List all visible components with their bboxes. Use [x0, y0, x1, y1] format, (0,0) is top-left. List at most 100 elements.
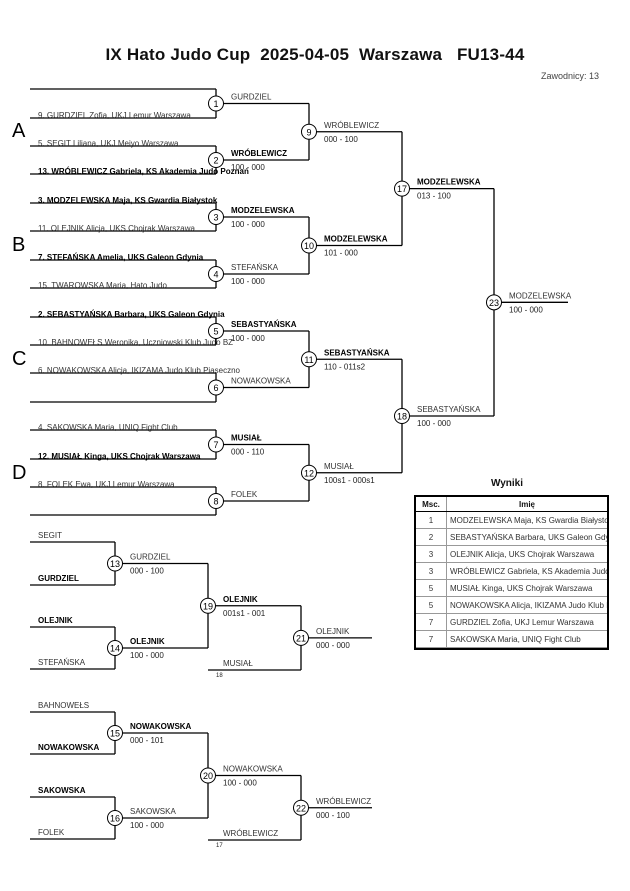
results-header-name: Imię	[446, 497, 607, 512]
repechage-entry-2: GURDZIEL	[38, 574, 79, 583]
match-node-4: 4	[208, 266, 224, 282]
results-name: SEBASTYAŃSKA Barbara, UKS Galeon Gdynia	[446, 528, 607, 546]
entry-8: 15. TWAROWSKA Maria, Hato Judo	[38, 281, 167, 290]
match-node-1: 1	[208, 95, 224, 112]
match-node-14: 14	[107, 640, 123, 656]
match-node-17: 17	[394, 180, 410, 197]
results-name: WRÓBLEWICZ Gabriela, KS Akademia Judo Po…	[446, 562, 607, 580]
match-winner-1: GURDZIEL	[231, 93, 272, 102]
results-name: MUSIAŁ Kinga, UKS Chojrak Warszawa	[446, 579, 607, 597]
match-node-2: 2	[208, 152, 224, 168]
group-label-c: C	[12, 348, 26, 370]
match-number: 7	[213, 440, 218, 450]
match-score-4: 100 - 000	[231, 277, 265, 286]
match-score-17: 013 - 100	[417, 192, 451, 201]
entry-11: 6. NOWAKOWSKA Alicja, IKIZAMA Judo Klub …	[38, 366, 241, 375]
match-winner-21: OLEJNIK	[316, 627, 350, 636]
match-node-circle	[486, 294, 502, 311]
match-number: 17	[397, 184, 407, 194]
results-place: 7	[416, 630, 447, 648]
match-node-12: 12	[301, 464, 317, 481]
match-node-7: 7	[208, 436, 224, 453]
match-node-circle	[107, 725, 123, 741]
entry-2: 9. GURDZIEL Zofia, UKJ Lemur Warszawa	[38, 111, 191, 120]
match-node-6: 6	[208, 379, 224, 396]
match-score-13: 000 - 100	[130, 567, 164, 576]
repechage-incoming-ref-17: 17	[216, 843, 223, 849]
match-number: 10	[304, 241, 314, 251]
match-number: 18	[397, 412, 407, 422]
repechage-entry-8: FOLEK	[38, 828, 65, 837]
match-winner-20: NOWAKOWSKA	[223, 765, 283, 774]
match-winner-2: WRÓBLEWICZ	[231, 149, 287, 158]
match-number: 2	[213, 156, 218, 166]
match-score-7: 000 - 110	[231, 448, 265, 457]
match-winner-3: MODZELEWSKA	[231, 206, 295, 215]
results-place: 5	[416, 579, 447, 597]
match-node-circle	[301, 351, 317, 368]
match-score-14: 100 - 000	[130, 651, 164, 660]
match-number: 20	[203, 771, 213, 781]
match-score-18: 100 - 000	[417, 419, 451, 428]
results-place: 3	[416, 545, 447, 563]
page-title: IX Hato Judo Cup 2025-04-05 Warszawa FU1…	[105, 45, 525, 64]
repechage-incoming-ref-18: 18	[216, 673, 223, 679]
repechage-entry-6: NOWAKOWSKA	[38, 743, 100, 752]
match-node-circle	[208, 266, 224, 282]
match-winner-12: MUSIAŁ	[324, 462, 354, 471]
match-node-15: 15	[107, 725, 123, 741]
match-score-15: 000 - 101	[130, 736, 164, 745]
match-number: 13	[110, 559, 120, 569]
entry-15: 8. FOLEK Ewa, UKJ Lemur Warszawa	[38, 480, 175, 489]
match-node-8: 8	[208, 493, 224, 509]
match-score-11: 110 - 011s2	[324, 362, 366, 371]
match-winner-7: MUSIAŁ	[231, 434, 262, 443]
match-winner-15: NOWAKOWSKA	[130, 722, 192, 731]
match-node-13: 13	[107, 555, 123, 572]
repechage-entry-5: BAHNOWEŁS	[38, 701, 89, 710]
match-winner-23: MODZELEWSKA	[509, 291, 572, 300]
match-winner-16: SAKOWSKA	[130, 807, 176, 816]
match-number: 6	[213, 383, 218, 393]
results-name: NOWAKOWSKA Alicja, IKIZAMA Judo Klub Pia…	[446, 596, 607, 614]
match-node-9: 9	[301, 123, 317, 140]
results-place: 1	[416, 511, 447, 529]
match-node-circle	[301, 464, 317, 481]
results-name: MODZELEWSKA Maja, KS Gwardia Białystok	[446, 511, 607, 529]
match-node-21: 21	[293, 629, 309, 646]
match-number: 8	[213, 497, 218, 507]
match-node-circle	[293, 629, 309, 646]
group-label-d: D	[12, 462, 26, 484]
match-node-circle	[200, 767, 216, 784]
match-winner-13: GURDZIEL	[130, 553, 171, 562]
match-node-circle	[394, 180, 410, 197]
match-score-23: 100 - 000	[509, 305, 543, 314]
match-number: 21	[296, 633, 306, 643]
match-number: 3	[213, 213, 218, 223]
repechage-entry-3: OLEJNIK	[38, 616, 73, 625]
match-node-10: 10	[301, 237, 317, 254]
match-number: 11	[304, 355, 313, 365]
match-node-circle	[208, 493, 224, 509]
match-score-2: 100 - 000	[231, 163, 265, 172]
match-winner-6: NOWAKOWSKA	[231, 377, 291, 386]
match-node-11: 11	[301, 351, 317, 368]
match-number: 4	[213, 270, 218, 280]
match-node-circle	[208, 436, 224, 453]
match-node-circle	[200, 597, 216, 614]
competitors-count: Zawodnicy: 13	[541, 71, 600, 81]
match-number: 23	[489, 298, 499, 308]
match-number: 16	[110, 814, 120, 824]
results-place: 3	[416, 562, 447, 580]
entry-10: 10. BAHNOWEŁS Weronika, Uczniowski Klub …	[38, 338, 233, 347]
match-number: 5	[213, 327, 218, 337]
match-winner-18: SEBASTYAŃSKA	[417, 405, 481, 414]
match-winner-17: MODZELEWSKA	[417, 178, 481, 187]
